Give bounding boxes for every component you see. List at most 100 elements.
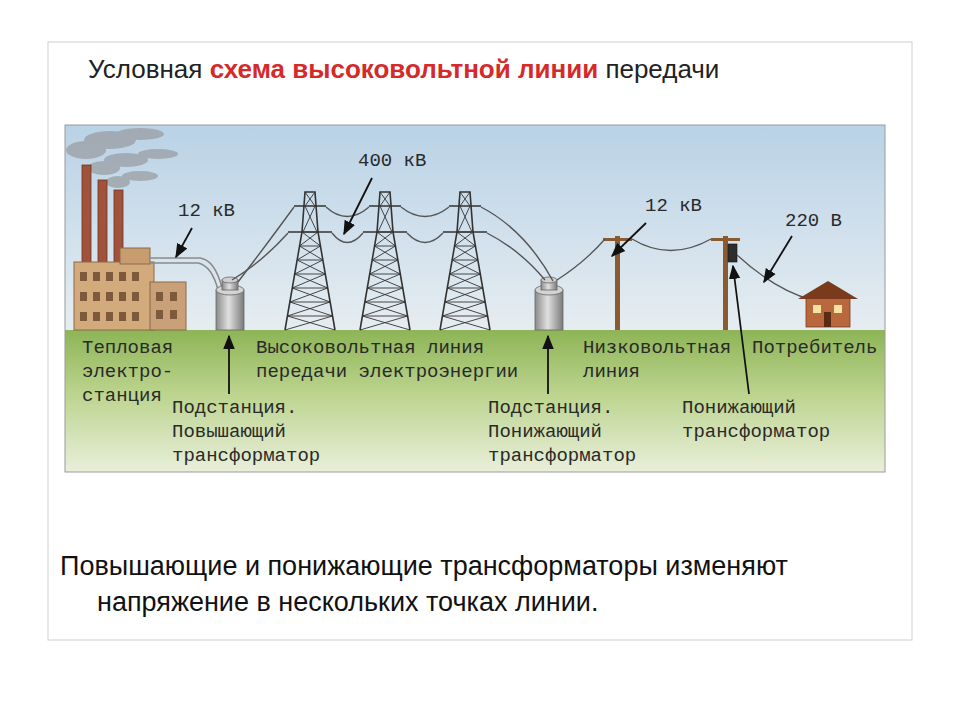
lattice-strut — [305, 206, 317, 232]
lattice-strut — [305, 192, 315, 206]
lattice-strut — [457, 232, 475, 246]
lattice-strut — [375, 232, 393, 246]
lattice-strut — [455, 246, 478, 260]
lattice-strut — [380, 206, 392, 232]
title-word: передачи — [605, 54, 719, 84]
substation — [535, 277, 563, 330]
lattice-strut — [447, 288, 485, 302]
lattice-strut — [455, 246, 476, 247]
lattice-tower — [285, 192, 490, 330]
lattice-strut — [455, 232, 473, 246]
lattice-strut — [303, 206, 315, 232]
lattice-strut — [372, 246, 395, 260]
lattice-strut — [370, 274, 403, 288]
wire — [232, 207, 553, 282]
sky — [65, 125, 885, 330]
pole-transformer — [728, 244, 737, 262]
voltage-label: 12 кВ — [178, 199, 235, 223]
lattice-strut — [365, 302, 408, 316]
lattice-strut — [292, 288, 330, 302]
title-word: высоковольтной — [292, 54, 518, 84]
title-word: Условная — [88, 54, 210, 84]
wooden-pole — [603, 236, 740, 330]
lattice-strut — [300, 232, 318, 246]
lattice-strut — [460, 192, 470, 206]
substation — [216, 277, 244, 330]
lattice-strut — [377, 232, 395, 246]
lattice-strut — [362, 316, 407, 317]
lattice-strut — [362, 302, 405, 316]
lattice-strut — [457, 232, 473, 233]
lattice-strut — [380, 192, 390, 206]
lattice-strut — [445, 288, 483, 302]
lattice-strut — [367, 274, 400, 288]
part-label: Тепловая электро- станция — [82, 336, 182, 408]
lattice-strut — [290, 288, 328, 302]
lattice-strut — [295, 274, 326, 275]
house — [798, 281, 858, 327]
tower-lattice — [285, 192, 490, 330]
lattice-strut — [292, 274, 325, 288]
lattice-strut — [460, 192, 470, 206]
slide-caption: Повышающие и понижающие трансформаторы и… — [60, 548, 872, 620]
lattice-strut — [377, 232, 393, 233]
lattice-strut — [290, 302, 333, 316]
title-word: линии — [518, 54, 605, 84]
slide-title: Условная схема высоковольтной линии пере… — [88, 54, 719, 85]
lattice-strut — [440, 316, 488, 330]
lattice-strut — [360, 316, 408, 330]
lattice-strut — [372, 260, 398, 261]
lattice-strut — [297, 260, 323, 261]
voltage-label: 220 В — [785, 209, 842, 233]
lattice-strut — [452, 260, 478, 261]
lattice-strut — [295, 274, 328, 288]
power-plant — [74, 165, 186, 330]
leader-arrow — [176, 178, 792, 394]
slide-frame — [48, 42, 912, 640]
ground — [65, 330, 885, 472]
lattice-strut — [447, 288, 482, 289]
lattice-strut — [305, 192, 315, 206]
part-label: Понижающий трансформатор — [682, 396, 844, 444]
lattice-strut — [367, 288, 402, 289]
lattice-strut — [287, 316, 332, 317]
part-label: Высоковольтная линия передачи электроэне… — [256, 336, 528, 384]
wire — [557, 239, 812, 300]
lattice-strut — [452, 260, 480, 274]
wire — [150, 258, 222, 290]
part-label: Подстанция. Повышающий трансформатор — [172, 396, 334, 468]
panel-border — [65, 125, 885, 472]
part-label: Потребитель — [752, 336, 877, 360]
lattice-strut — [442, 316, 490, 330]
part-label: Подстанция. Понижающий трансформатор — [488, 396, 650, 468]
lattice-strut — [452, 246, 475, 260]
lattice-strut — [287, 316, 335, 330]
part-label: Низковольтная линия — [583, 336, 739, 384]
lattice-strut — [442, 302, 485, 316]
lattice-strut — [285, 316, 333, 330]
lattice-strut — [290, 302, 330, 303]
lattice-strut — [300, 246, 323, 260]
lattice-strut — [287, 302, 330, 316]
lattice-strut — [458, 206, 470, 232]
lattice-strut — [375, 246, 396, 247]
lattice-strut — [292, 288, 327, 289]
lattice-strut — [375, 246, 398, 260]
lattice-strut — [442, 316, 487, 317]
lattice-strut — [365, 288, 403, 302]
lattice-strut — [460, 206, 472, 232]
lattice-strut — [295, 260, 323, 274]
lattice-strut — [300, 246, 321, 247]
lattice-strut — [370, 260, 398, 274]
lattice-strut — [447, 274, 480, 288]
lattice-strut — [365, 302, 405, 303]
lattice-strut — [450, 274, 483, 288]
lattice-strut — [370, 274, 401, 275]
lattice-strut — [297, 260, 325, 274]
lattice-strut — [445, 302, 488, 316]
lattice-strut — [372, 260, 400, 274]
title-word: схема — [210, 54, 293, 84]
lattice-strut — [297, 246, 320, 260]
lattice-strut — [450, 260, 478, 274]
